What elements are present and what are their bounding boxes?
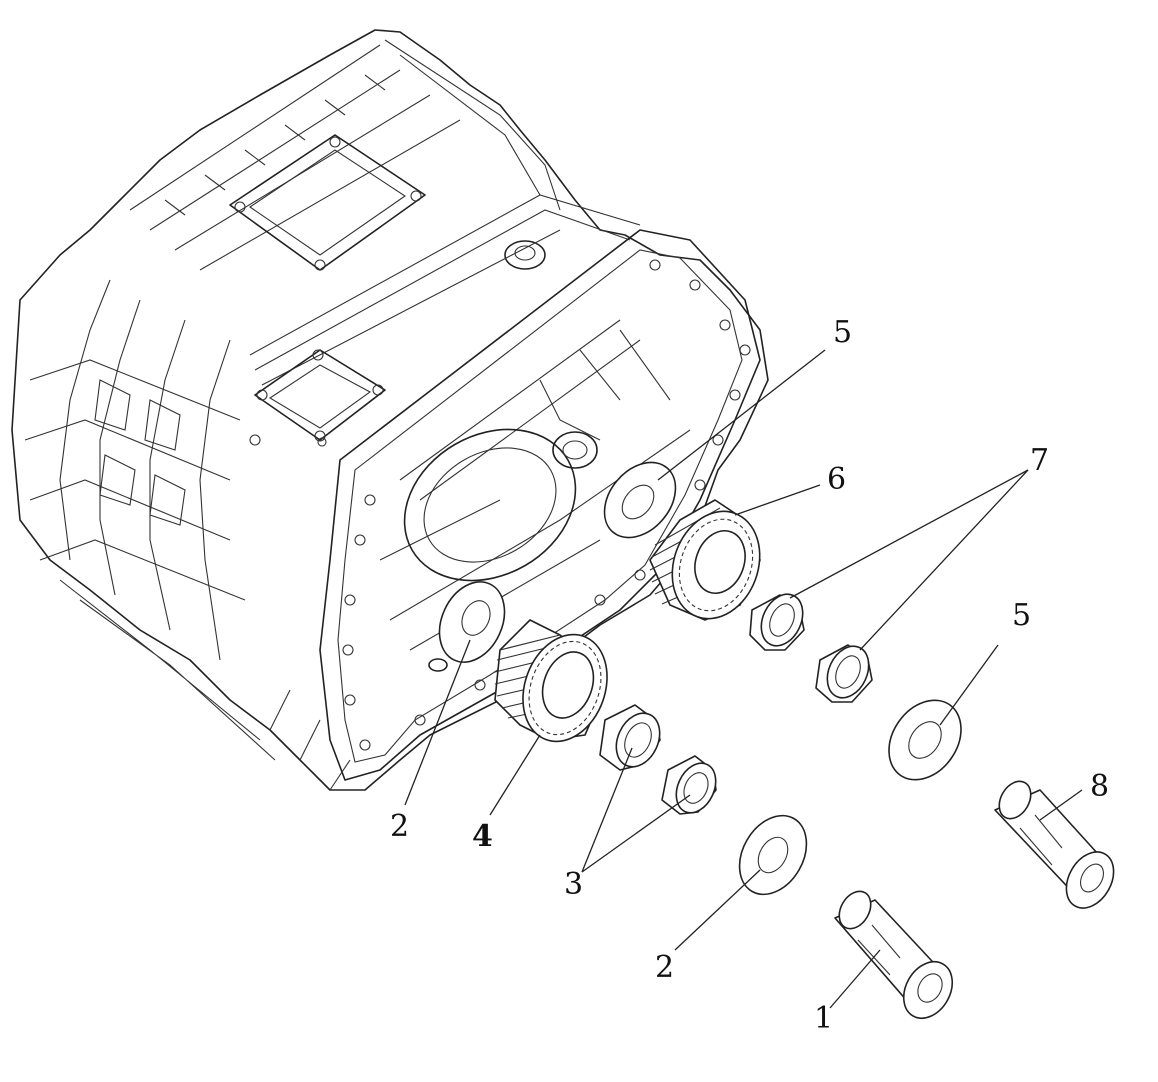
callout-6: 6	[827, 462, 847, 497]
leader-lines	[404, 349, 1083, 1009]
leader-3b	[581, 794, 691, 873]
needle-bearing-7b	[815, 644, 873, 703]
callout-5-lower: 5	[1012, 598, 1032, 633]
callout-1: 1	[814, 1001, 834, 1036]
gear-4	[494, 619, 608, 743]
leader-7a	[789, 469, 1029, 599]
idler-shaft-8	[994, 780, 1115, 909]
needle-bearing-3a	[599, 704, 661, 771]
leader-4	[489, 734, 541, 816]
transmission-housing	[11, 29, 769, 791]
callout-2-upper: 2	[390, 809, 410, 844]
callout-5-upper: 5	[833, 315, 853, 350]
needle-bearing-3b	[661, 755, 717, 815]
leader-2a	[404, 639, 471, 806]
needle-bearing-7a	[749, 593, 805, 651]
leader-6	[734, 484, 821, 516]
gear-6	[649, 499, 761, 621]
callout-8: 8	[1090, 769, 1110, 804]
leader-3a	[581, 747, 633, 873]
callout-7: 7	[1030, 443, 1050, 478]
thrust-washer-5	[888, 699, 962, 781]
thrust-washer-upper	[603, 461, 677, 539]
leader-5a	[657, 349, 826, 481]
thrust-washer-2	[738, 814, 808, 896]
callout-3: 3	[564, 867, 584, 902]
thrust-washer-lower	[438, 581, 506, 663]
callout-2-lower: 2	[655, 950, 675, 985]
leader-5b	[939, 644, 999, 726]
idler-shaft-1	[834, 890, 954, 1020]
leader-2b	[674, 869, 761, 951]
leader-8	[1039, 789, 1083, 821]
leader-7b	[859, 469, 1029, 651]
leader-1	[829, 949, 881, 1009]
callout-4: 4	[472, 819, 493, 854]
